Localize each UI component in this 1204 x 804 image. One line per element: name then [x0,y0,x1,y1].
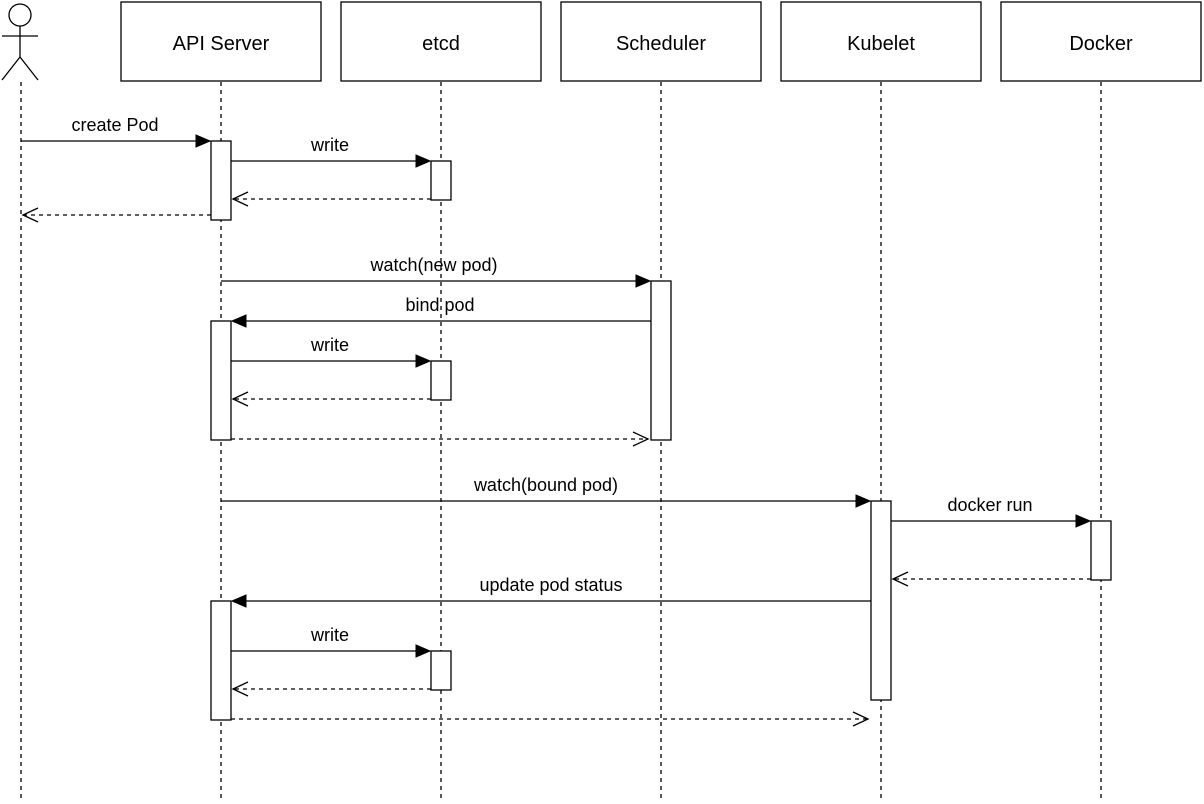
activation-etcd-3 [430,650,452,691]
participant-label-kubelet: Kubelet [847,33,915,55]
message-write-3: write [231,625,432,658]
activation-etcd-2 [430,360,452,401]
message-return-etcd-api-1 [231,191,431,207]
user-actor-icon [1,3,39,81]
participant-label-etcd: etcd [422,33,460,55]
activation-api-server-3 [210,600,232,721]
message-label-update-pod-status: update pod status [479,575,622,595]
message-return-api-user [21,207,211,223]
activation-scheduler [650,280,672,441]
message-write-2: write [231,335,432,368]
message-write-1: write [231,135,432,168]
participant-etcd: etcd [340,1,542,82]
activation-docker [1090,520,1112,581]
activation-api-server-2 [210,320,232,441]
message-label-write-3: write [310,625,349,645]
message-return-etcd-api-3 [231,681,431,697]
participant-scheduler: Scheduler [560,1,762,82]
message-label-bind-pod: bind pod [405,295,474,315]
message-label-docker-run: docker run [947,495,1032,515]
message-return-api-kubelet [231,711,870,727]
activation-api-server-1 [210,140,232,221]
message-watch-new-pod: watch(new pod) [221,255,652,288]
activation-etcd-1 [430,160,452,201]
message-label-watch-new-pod: watch(new pod) [369,255,497,275]
message-return-etcd-api-2 [231,391,431,407]
participant-label-scheduler: Scheduler [616,33,706,55]
message-update-pod-status: update pod status [230,575,871,608]
message-label-write-2: write [310,335,349,355]
participant-label-docker: Docker [1069,33,1133,55]
message-docker-run: docker run [891,495,1092,528]
message-label-write-1: write [310,135,349,155]
activation-kubelet [870,500,892,701]
participant-kubelet: Kubelet [780,1,982,82]
message-bind-pod: bind pod [230,295,651,328]
message-return-docker-kubelet [891,571,1091,587]
participant-docker: Docker [1000,1,1202,82]
message-watch-bound-pod: watch(bound pod) [221,475,872,508]
message-label-create-pod: create Pod [71,115,158,135]
message-return-api-scheduler [231,431,650,447]
message-create-pod: create Pod [21,115,212,148]
participant-api-server: API Server [120,1,322,82]
message-label-watch-bound-pod: watch(bound pod) [473,475,618,495]
participant-label-api-server: API Server [173,33,270,55]
